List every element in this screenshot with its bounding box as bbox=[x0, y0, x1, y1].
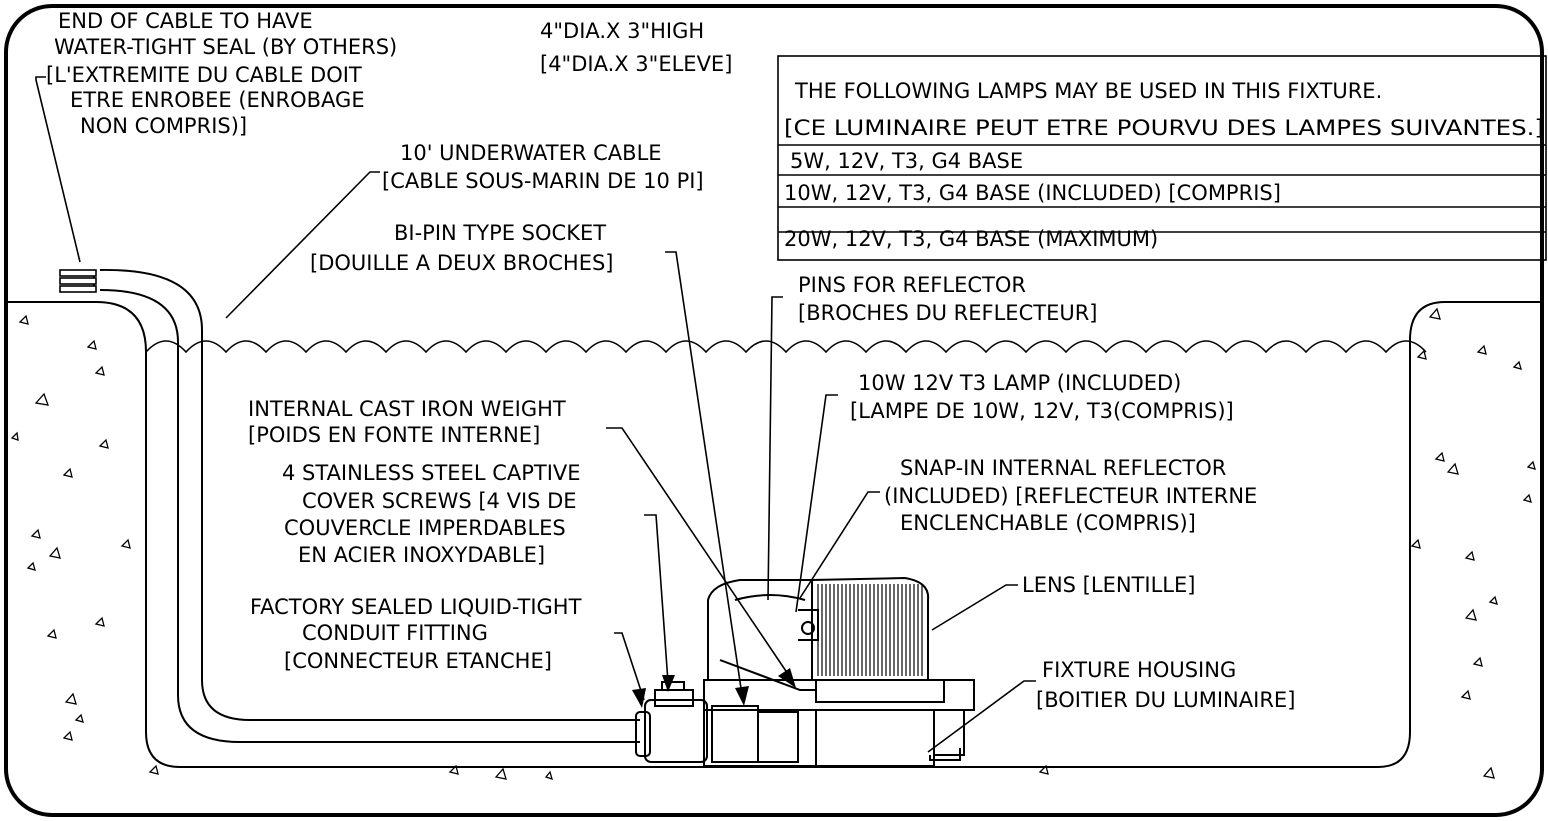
concrete-aggregate bbox=[10, 307, 1536, 781]
callout-cover-screws: 4 STAINLESS STEEL CAPTIVE COVER SCREWS [… bbox=[282, 461, 581, 567]
callout-line: COVER SCREWS [4 VIS DE bbox=[302, 489, 577, 513]
callout-line: [LAMPE DE 10W, 12V, T3(COMPRIS)] bbox=[850, 399, 1234, 423]
callout-underwater-cable: 10' UNDERWATER CABLE [CABLE SOUS-MARIN D… bbox=[382, 141, 704, 193]
callout-line: PINS FOR REFLECTOR bbox=[798, 273, 1026, 297]
callout-line: [DOUILLE A DEUX BROCHES] bbox=[310, 251, 614, 275]
callout-line: SNAP-IN INTERNAL REFLECTOR bbox=[900, 456, 1226, 480]
callout-line: COUVERCLE IMPERDABLES bbox=[284, 516, 566, 540]
lamps-table-title-fr: [CE LUMINAIRE PEUT ETRE POURVU DES LAMPE… bbox=[784, 116, 1544, 140]
callout-line: ENCLENCHABLE (COMPRIS)] bbox=[900, 511, 1196, 535]
callout-line: ETRE ENROBEE (ENROBAGE bbox=[70, 88, 365, 112]
callout-line: LENS [LENTILLE] bbox=[1022, 573, 1195, 597]
callout-line: EN ACIER INOXYDABLE] bbox=[298, 543, 545, 567]
callout-bipin-socket: BI-PIN TYPE SOCKET [DOUILLE A DEUX BROCH… bbox=[310, 221, 614, 275]
water-surface bbox=[145, 340, 1427, 354]
callout-line: [POIDS EN FONTE INTERNE] bbox=[248, 423, 540, 447]
callout-line: 4 STAINLESS STEEL CAPTIVE bbox=[282, 461, 581, 485]
lamps-table bbox=[777, 55, 1547, 261]
cable-wire-ends bbox=[59, 269, 97, 293]
conduit-fitting bbox=[644, 699, 708, 763]
fixture bbox=[635, 576, 975, 767]
callout-line: WATER-TIGHT SEAL (BY OTHERS) bbox=[54, 35, 397, 59]
lamps-table-row: 10W, 12V, T3, G4 BASE (INCLUDED) [COMPRI… bbox=[784, 181, 1281, 205]
callout-line: FACTORY SEALED LIQUID-TIGHT bbox=[250, 595, 582, 619]
callout-snap-reflector: SNAP-IN INTERNAL REFLECTOR (INCLUDED) [R… bbox=[884, 456, 1257, 535]
callout-line: FIXTURE HOUSING bbox=[1042, 658, 1236, 682]
lamps-table-title-en: THE FOLLOWING LAMPS MAY BE USED IN THIS … bbox=[794, 79, 1382, 103]
callout-line: INTERNAL CAST IRON WEIGHT bbox=[248, 397, 566, 421]
callout-line: 10' UNDERWATER CABLE bbox=[400, 141, 662, 165]
drawing-frame bbox=[4, 4, 1544, 817]
callout-line: [CABLE SOUS-MARIN DE 10 PI] bbox=[382, 169, 704, 193]
size-line-1: 4"DIA.X 3"HIGH bbox=[540, 19, 704, 43]
lamps-table-row: 20W, 12V, T3, G4 BASE (MAXIMUM) bbox=[784, 227, 1158, 251]
size-line-2: [4"DIA.X 3"ELEVE] bbox=[540, 52, 732, 76]
callout-cast-iron-weight: INTERNAL CAST IRON WEIGHT [POIDS EN FONT… bbox=[248, 397, 566, 447]
lens-ribs bbox=[817, 584, 923, 676]
callout-line: NON COMPRIS)] bbox=[80, 114, 247, 138]
lens-cap bbox=[811, 576, 930, 681]
callout-lamp: 10W 12V T3 LAMP (INCLUDED) [LAMPE DE 10W… bbox=[850, 371, 1234, 423]
lamps-table-row: 5W, 12V, T3, G4 BASE bbox=[790, 149, 1023, 173]
callout-line: [BROCHES DU REFLECTEUR] bbox=[798, 301, 1098, 325]
callout-line: [CONNECTEUR ETANCHE] bbox=[284, 649, 552, 673]
pond-section bbox=[8, 301, 1540, 768]
callout-conduit-fitting: FACTORY SEALED LIQUID-TIGHT CONDUIT FITT… bbox=[250, 595, 582, 673]
callout-line: 10W 12V T3 LAMP (INCLUDED) bbox=[858, 371, 1181, 395]
callout-cable-end: END OF CABLE TO HAVE WATER-TIGHT SEAL (B… bbox=[46, 9, 397, 138]
callout-line: BI-PIN TYPE SOCKET bbox=[394, 221, 606, 245]
callout-line: (INCLUDED) [REFLECTEUR INTERNE bbox=[884, 484, 1257, 508]
callout-line: [L'EXTREMITE DU CABLE DOIT bbox=[46, 63, 362, 87]
callout-line: [BOITIER DU LUMINAIRE] bbox=[1036, 688, 1295, 712]
callout-line: END OF CABLE TO HAVE bbox=[58, 9, 313, 33]
callout-line: CONDUIT FITTING bbox=[302, 621, 488, 645]
callout-fixture-housing: FIXTURE HOUSING [BOITIER DU LUMINAIRE] bbox=[1036, 658, 1295, 712]
leader-lines bbox=[35, 76, 1036, 753]
callout-lens: LENS [LENTILLE] bbox=[1022, 573, 1195, 597]
leader-arrowheads bbox=[632, 668, 796, 708]
callout-reflector-pins: PINS FOR REFLECTOR [BROCHES DU REFLECTEU… bbox=[798, 273, 1098, 325]
